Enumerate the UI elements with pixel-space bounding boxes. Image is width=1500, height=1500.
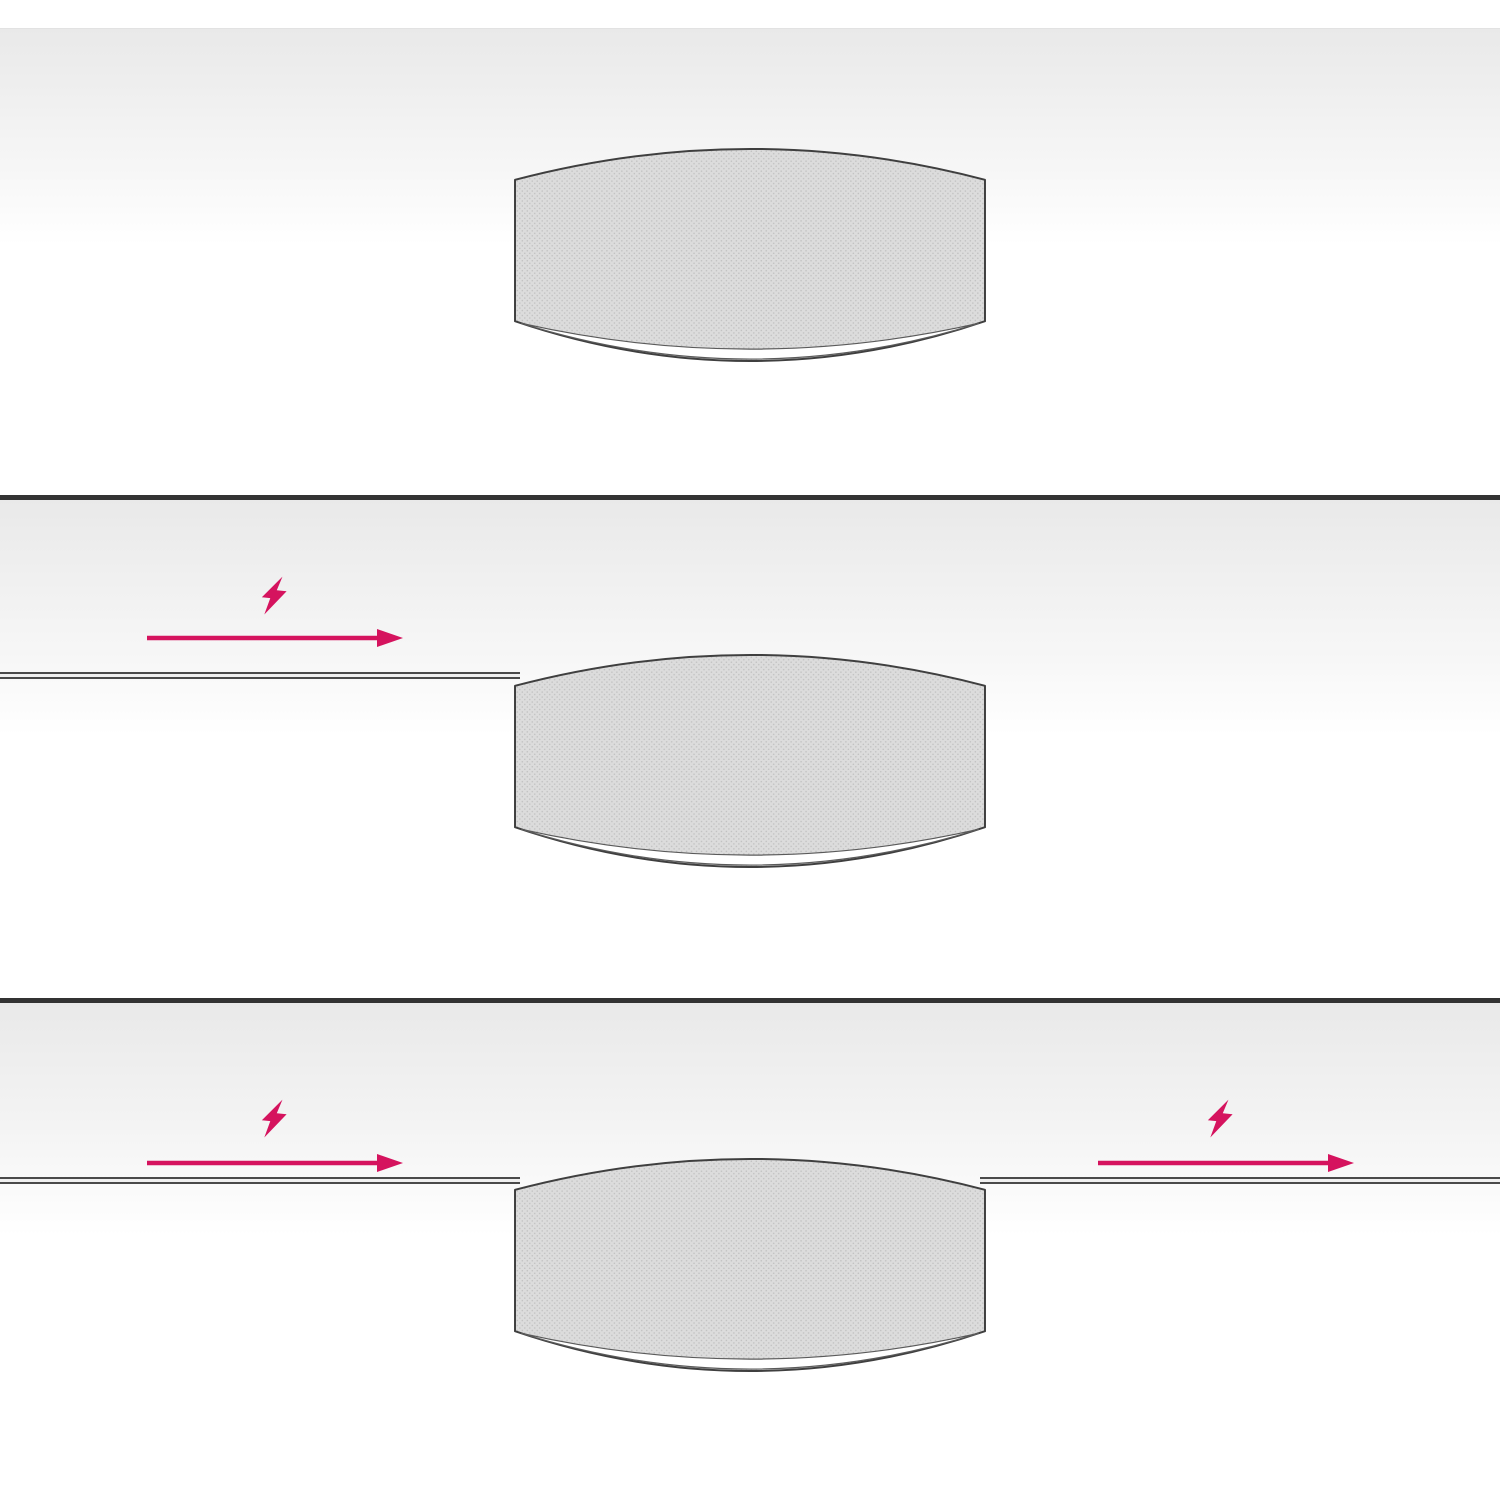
ceiling-drum-lamp bbox=[511, 1150, 989, 1381]
power-cable-in bbox=[0, 1177, 520, 1184]
current-flow-arrow-icon bbox=[147, 629, 403, 647]
current-flow-arrow-icon bbox=[147, 1154, 403, 1172]
ceiling-drum-lamp bbox=[511, 646, 989, 877]
panel-lamp-cable-pass-through bbox=[0, 1003, 1500, 1500]
panel-divider bbox=[0, 998, 1500, 1003]
lightning-bolt-icon bbox=[261, 576, 287, 615]
lightning-bolt-icon bbox=[261, 1099, 287, 1138]
power-cable-in bbox=[0, 672, 520, 679]
panel-divider bbox=[0, 495, 1500, 500]
current-flow-arrow-icon bbox=[1098, 1154, 1354, 1172]
ceiling-drum-lamp bbox=[511, 140, 989, 371]
power-cable-out bbox=[980, 1177, 1500, 1184]
panel-lamp-cable-in bbox=[0, 500, 1500, 998]
panel-lamp-no-cable bbox=[0, 0, 1500, 495]
lightning-bolt-icon bbox=[1207, 1099, 1233, 1138]
